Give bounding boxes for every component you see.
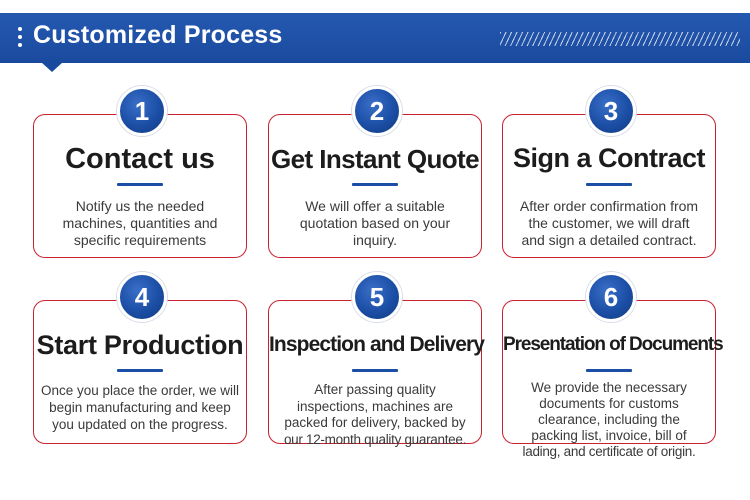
description-line: and sign a detailed contract.	[521, 232, 697, 248]
step-card-2: Get Instant Quote We will offer a suitab…	[268, 114, 482, 258]
description-line: Once you place the order, we will	[40, 383, 240, 398]
description-line: After passing quality	[314, 382, 436, 397]
description-line: After order confirmation from	[519, 198, 699, 214]
description-line: our 12-month quality guarantee.	[283, 431, 467, 447]
description-line: quotation based on your	[299, 215, 451, 231]
step-number-badge: 4	[117, 272, 167, 322]
title-underline	[586, 183, 632, 186]
step-number-badge: 5	[352, 272, 402, 322]
description-line: documents for customs	[539, 396, 679, 411]
step-title: Get Instant Quote	[271, 144, 480, 174]
description-line: begin manufacturing and keep	[49, 400, 231, 415]
description-line: specific requirements	[73, 232, 207, 248]
description-line: lading, and certificate of origin.	[522, 444, 696, 459]
step-description: After order confirmation from the custom…	[503, 198, 715, 249]
vertical-dots-icon	[18, 27, 22, 47]
description-line: machines, quantities and	[62, 215, 218, 231]
step-title: Sign a Contract	[512, 143, 706, 173]
description-line: the customer, we will draft	[528, 215, 690, 231]
step-card-6: Presentation of Documents We provide the…	[502, 300, 724, 459]
step-title: Contact us	[65, 143, 215, 175]
description-line: you updated on the progress.	[52, 417, 228, 432]
page-title: Customized Process	[33, 21, 283, 49]
step-number-badge: 2	[352, 86, 402, 136]
step-description: We provide the necessary documents for c…	[503, 380, 715, 460]
title-underline	[586, 369, 632, 372]
description-line: packing list, invoice, bill of	[531, 428, 687, 443]
title-underline	[352, 183, 398, 186]
step-title: Start Production	[36, 330, 244, 360]
step-description: After passing quality inspections, machi…	[269, 382, 481, 448]
step-card-5: Inspection and Delivery After passing qu…	[268, 300, 485, 447]
step-card-4: Start Production Once you place the orde…	[33, 300, 247, 444]
stripes-decoration	[500, 32, 740, 46]
step-number-badge: 6	[586, 272, 636, 322]
step-card-1: Contact us Notify us the needed machines…	[33, 114, 247, 258]
description-line: inspections, machines are	[296, 398, 454, 414]
step-title: Presentation of Documents	[503, 334, 724, 355]
step-card-3: Sign a Contract After order confirmation…	[502, 114, 716, 258]
description-line: packed for delivery, backed by	[284, 415, 466, 430]
step-description: Notify us the needed machines, quantitie…	[34, 198, 246, 249]
header-pointer	[41, 62, 63, 72]
description-line: We will offer a suitable	[305, 198, 445, 214]
step-number-badge: 3	[586, 86, 636, 136]
description-line: inquiry.	[352, 232, 398, 248]
step-title: Inspection and Delivery	[269, 333, 485, 356]
step-description: Once you place the order, we will begin …	[34, 382, 246, 433]
title-underline	[117, 369, 163, 372]
step-number-badge: 1	[117, 86, 167, 136]
title-underline	[117, 183, 163, 186]
description-line: clearance, including the	[538, 412, 680, 427]
description-line: We provide the necessary	[531, 380, 687, 395]
title-underline	[352, 369, 398, 372]
step-description: We will offer a suitable quotation based…	[269, 198, 481, 249]
description-line: Notify us the needed	[75, 198, 205, 214]
